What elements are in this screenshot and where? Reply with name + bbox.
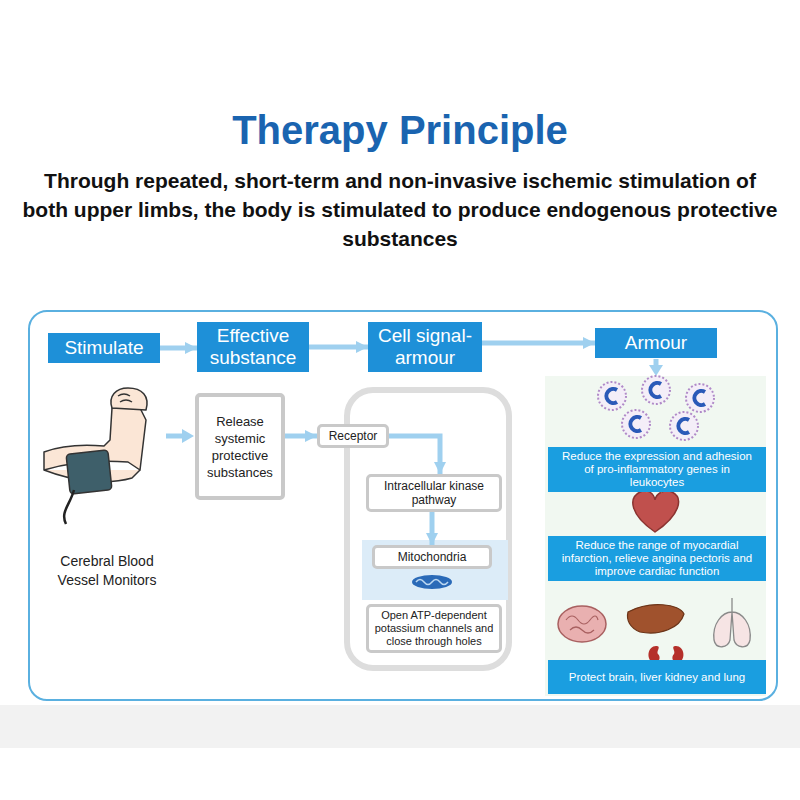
flow-arrow [389, 436, 440, 474]
flow-arrow [309, 345, 368, 350]
process-box: Release systemic protective substances [195, 393, 285, 500]
flow-arrow [160, 346, 197, 351]
arm-cuff-illustration [44, 388, 147, 524]
mitochondria-zone [362, 540, 508, 600]
organ-icons [558, 598, 750, 663]
flow-arrow [482, 341, 595, 346]
mitochondrion-icon [412, 575, 452, 589]
node-text: Protect brain, liver kidney and lung [569, 671, 745, 684]
effect-band: Protect brain, liver kidney and lung [548, 660, 766, 694]
node-text: Receptor [329, 429, 378, 443]
flow-arrow [430, 512, 435, 545]
stage-header: Effective substance [197, 322, 309, 372]
armour-panel [545, 376, 766, 696]
effect-band: Reduce the range of myocardial infarctio… [548, 536, 766, 581]
process-box: Open ATP-dependent potassium channels an… [366, 604, 502, 653]
node-text: Armour [625, 332, 687, 354]
node-text: Stimulate [64, 337, 143, 359]
process-box: Receptor [317, 424, 389, 448]
leukocyte-icons [598, 376, 714, 440]
node-text: Cell signal-armour [374, 325, 476, 369]
node-text: Intracellular kinase pathway [373, 479, 495, 507]
outer-frame [29, 311, 777, 700]
stage-header: Stimulate [48, 333, 160, 363]
subtitle: Through repeated, short-term and non-inv… [20, 166, 780, 253]
process-box: Mitochondria [372, 545, 492, 569]
node-text: Open ATP-dependent potassium channels an… [373, 609, 495, 648]
stage-header: Armour [595, 328, 717, 358]
node-text: Effective substance [203, 325, 303, 369]
node-text: Reduce the range of myocardial infarctio… [556, 539, 758, 578]
node-text: Reduce the expression and adhesion of pr… [556, 450, 758, 489]
node-text: Release systemic protective substances [204, 413, 276, 481]
effect-band: Reduce the expression and adhesion of pr… [548, 447, 766, 492]
stage-header: Cell signal-armour [368, 322, 482, 372]
page-title: Therapy Principle [0, 106, 800, 154]
process-box: Intracellular kinase pathway [366, 474, 502, 512]
footer-band [0, 705, 800, 748]
flow-arrow [285, 434, 317, 439]
illustration-caption: Cerebral Blood Vessel Monitors [40, 552, 174, 590]
node-text: Mitochondria [398, 550, 467, 564]
